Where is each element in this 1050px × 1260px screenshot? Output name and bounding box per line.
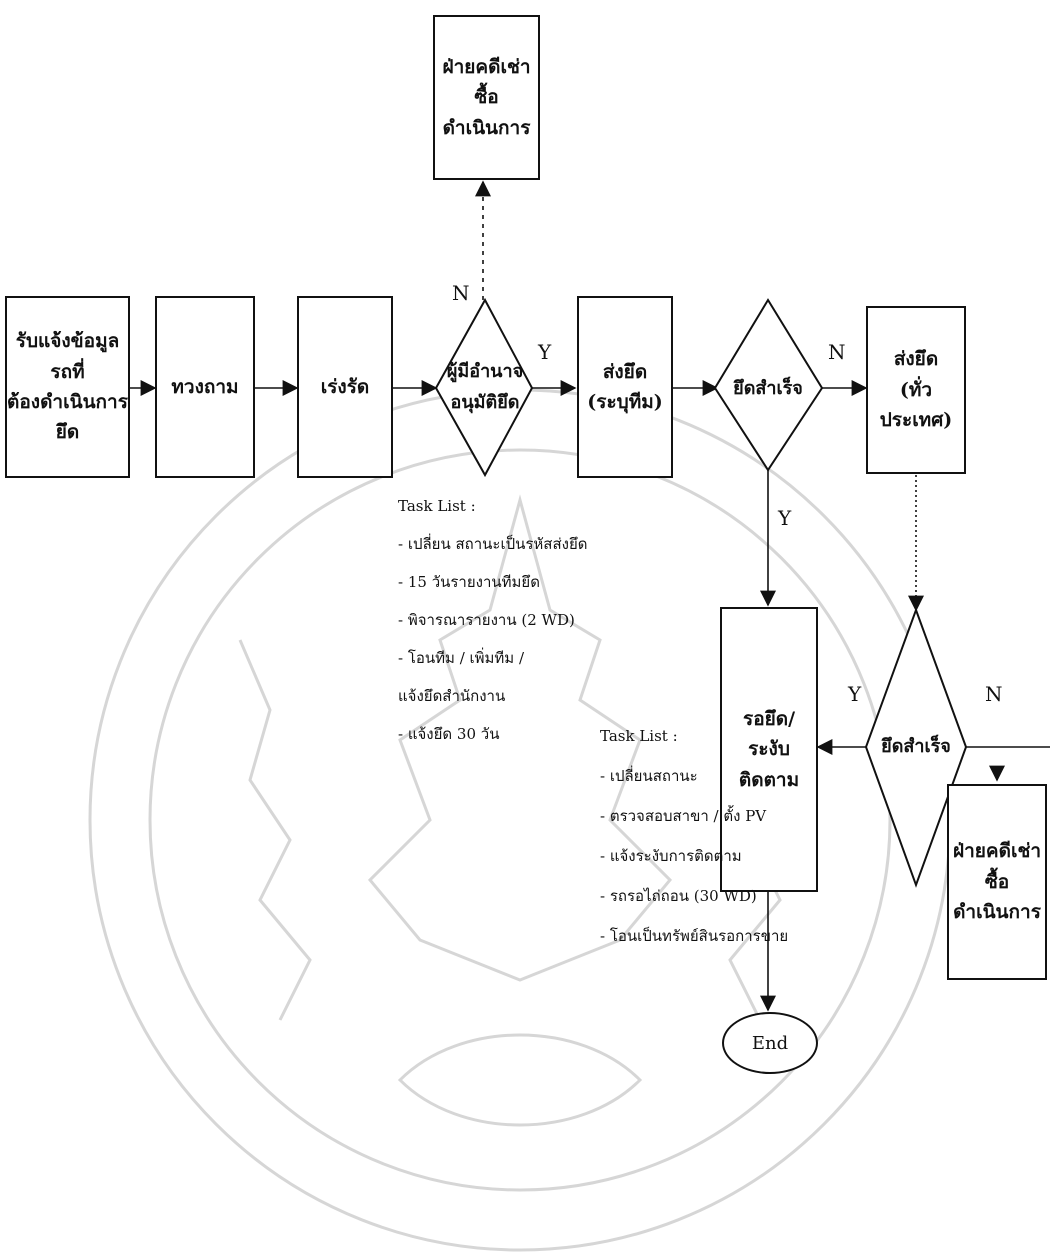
task-list-2-item: - โอนเป็นทรัพย์สินรอการขาย bbox=[600, 927, 789, 945]
connectors bbox=[130, 180, 1050, 1012]
task-list-2-title: Task List : bbox=[600, 727, 678, 745]
task-list-1-item: - พิจารณารายงาน (2 WD) bbox=[398, 611, 575, 629]
label-success2-yes: Y bbox=[848, 682, 862, 706]
diamond-success1 bbox=[713, 298, 824, 472]
task-list-2: Task List : - เปลี่ยนสถานะ - ตรวจสอบสาขา… bbox=[600, 716, 788, 956]
label-approve-yes: Y bbox=[538, 340, 552, 364]
task-list-1-item: - โอนทีม / เพิ่มทีม / bbox=[398, 649, 525, 667]
box-hire-purchase-bottom: ฝ่ายคดีเช่าซื้อ ดำเนินการ bbox=[947, 784, 1047, 980]
box-receive-notice: รับแจ้งข้อมูลรถที่ ต้องดำเนินการยึด bbox=[5, 296, 130, 478]
diamond-success2-label: ยึดสำเร็จ bbox=[881, 735, 951, 757]
task-list-1-item: - 15 วันรายงานทีมยึด bbox=[398, 573, 540, 591]
label-success1-no: N bbox=[828, 340, 846, 364]
label-success2-no: N bbox=[985, 682, 1003, 706]
task-list-1: Task List : - เปลี่ยน สถานะเป็นรหัสส่งยึ… bbox=[398, 487, 587, 753]
terminal-end: End bbox=[722, 1012, 818, 1074]
box-hurry: เร่งรัด bbox=[297, 296, 393, 478]
label-approve-no: N bbox=[452, 281, 470, 305]
box-send-seize-nationwide: ส่งยึด (ทั่วประเทศ) bbox=[866, 306, 966, 474]
diamond-approve bbox=[434, 297, 534, 478]
flowchart: ฝ่ายคดีเช่าซื้อ ดำเนินการ รับแจ้งข้อมูลร… bbox=[5, 15, 1050, 1252]
task-list-2-item: - ตรวจสอบสาขา / ตั้ง PV bbox=[600, 807, 767, 825]
task-list-2-item: - แจ้งระงับการติดตาม bbox=[600, 847, 742, 865]
task-list-2-item: - รถรอไถ่ถอน (30 WD) bbox=[600, 887, 757, 905]
box-send-seize-team: ส่งยึด (ระบุทีม) bbox=[577, 296, 673, 478]
task-list-2-item: - เปลี่ยนสถานะ bbox=[600, 767, 698, 785]
diamond-success1-label: ยึดสำเร็จ bbox=[733, 377, 803, 399]
diamond-approve-label: ผู้มีอำนาจ อนุมัติยึด bbox=[446, 361, 524, 413]
task-list-1-item: - เปลี่ยน สถานะเป็นรหัสส่งยึด bbox=[398, 535, 588, 553]
task-list-1-item: แจ้งยึดสำนักงาน bbox=[398, 687, 506, 705]
box-wait-suspend: รอยึด/ ระงับติดตาม bbox=[720, 607, 818, 892]
box-follow-up: ทวงถาม bbox=[155, 296, 255, 478]
task-list-1-title: Task List : bbox=[398, 497, 476, 515]
diamond-success2 bbox=[864, 607, 968, 888]
box-hire-purchase-top: ฝ่ายคดีเช่าซื้อ ดำเนินการ bbox=[433, 15, 540, 180]
task-list-1-item: - แจ้งยึด 30 วัน bbox=[398, 725, 500, 743]
label-success1-yes: Y bbox=[778, 506, 792, 530]
